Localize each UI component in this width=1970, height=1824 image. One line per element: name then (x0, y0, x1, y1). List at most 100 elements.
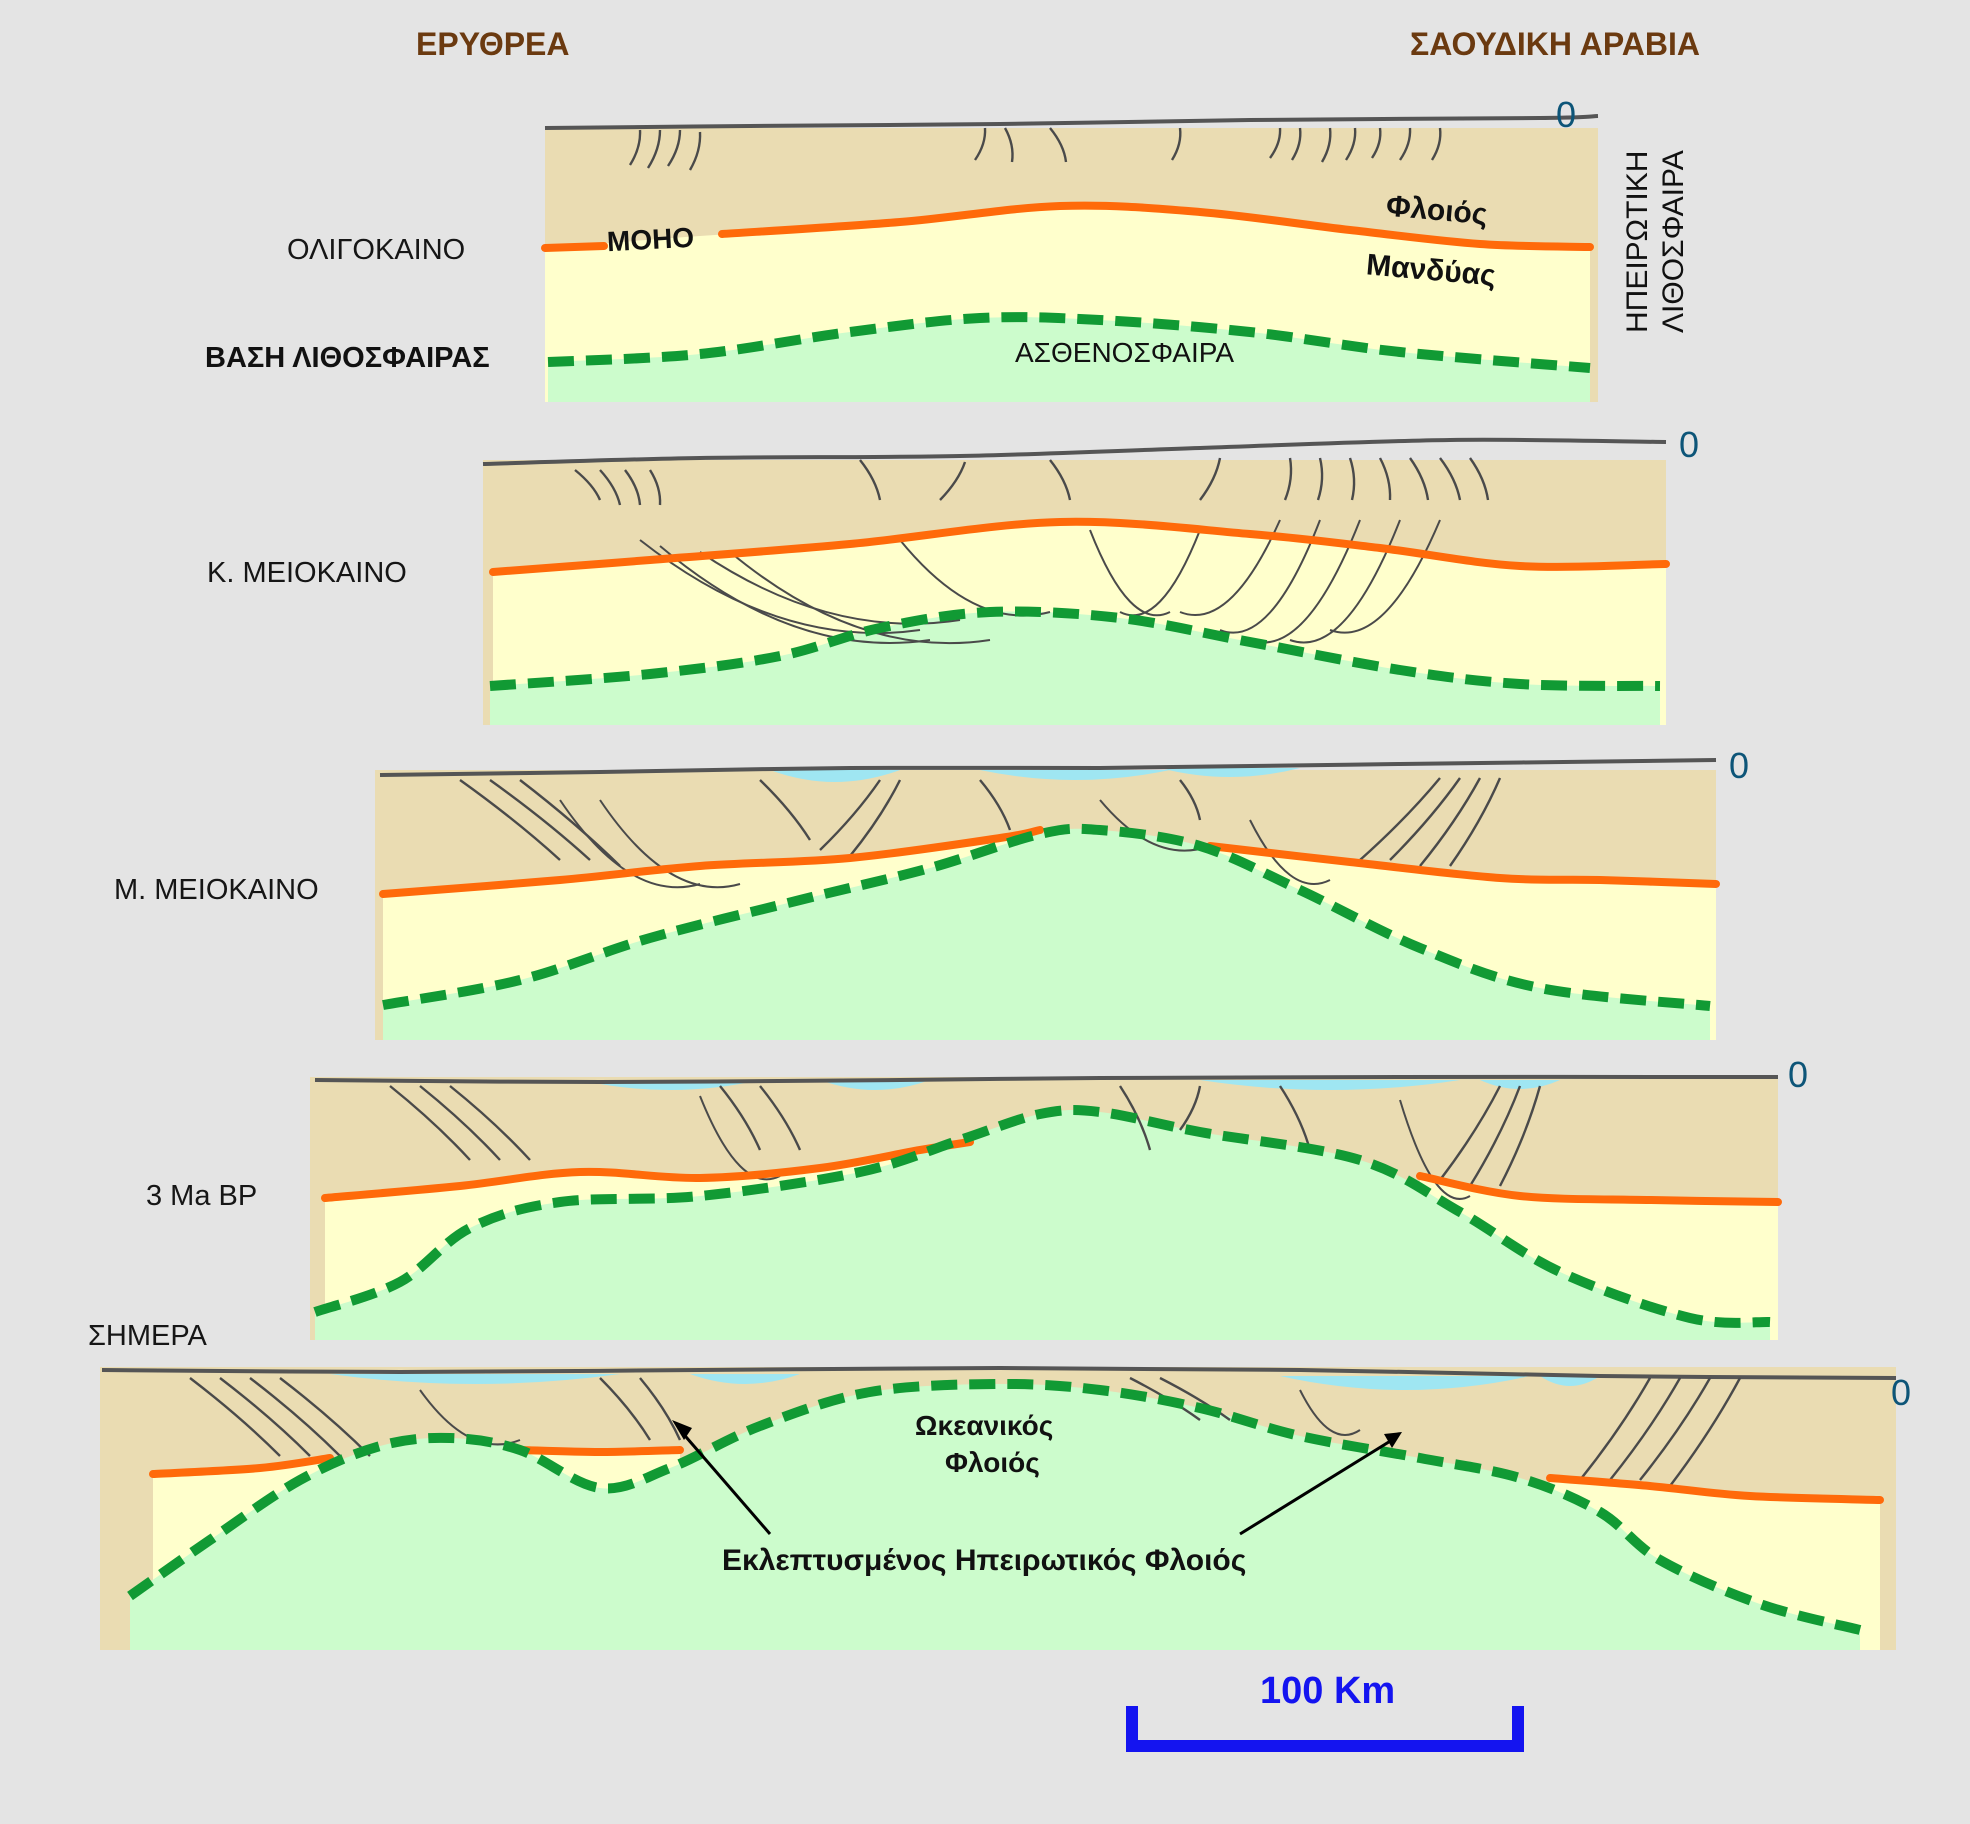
section-5-listric-fault-1 (1299, 1389, 1361, 1436)
section-2-fault-6 (1049, 459, 1072, 501)
section-1-lithosphere-base (547, 312, 1591, 373)
section-4-moho-line-right (1416, 1172, 1782, 1206)
section-4-fault-1 (419, 1085, 501, 1161)
arrow-left-shaft (678, 1429, 772, 1535)
section-3-fault-7 (1179, 779, 1202, 821)
section-3-asthenosphere (383, 828, 1710, 1040)
section-3-fault-1 (489, 779, 591, 861)
section-3-moho-line (379, 826, 1044, 898)
section-2-listric-fault-11 (1329, 519, 1441, 634)
section-4-listric-fault-0 (699, 1095, 781, 1181)
zero-level-marker-1: 0 (1556, 94, 1577, 135)
section-4-sea-2 (1200, 1080, 1460, 1090)
continental-lithosphere-line2: ΛΙΘΟΣΦΑΙΡΑ (1657, 150, 1690, 333)
section-1-fault-1 (646, 129, 662, 169)
section-2-surface-line (482, 437, 1667, 466)
section-3-fault-0 (459, 779, 561, 861)
section-5-fault-2 (249, 1377, 341, 1457)
section-1-asthenosphere (548, 317, 1590, 402)
section-4-fault-9 (1468, 1085, 1522, 1187)
section-3-fault-4 (819, 779, 881, 851)
stage-label-present: ΣΗΜΕΡΑ (88, 1320, 207, 1352)
region-label-saudi-arabia: ΣΑΟΥΔΙΚΗ ΑΡΑΒΙΑ (1410, 26, 1700, 62)
section-3-fault-2 (519, 779, 621, 867)
section-3-fault-10 (1419, 777, 1482, 867)
stage-label-oligocene: ΟΛΙΓΟΚΑΙΝΟ (287, 234, 466, 266)
section-2-listric-fault-3 (729, 551, 991, 645)
section-2-asthenosphere (490, 611, 1660, 725)
section-1-fault-4 (974, 127, 987, 161)
section-2-fault-9 (1316, 457, 1324, 501)
section-5-moho-line (149, 1454, 334, 1478)
section-2-fault-1 (599, 469, 622, 506)
section-5-fault-9 (1609, 1377, 1682, 1481)
section-2-moho-line (489, 517, 1670, 576)
section-1-fault-10 (1320, 127, 1332, 163)
section-5-moho-line-right2 (1546, 1474, 1884, 1504)
zero-level-marker-3: 0 (1729, 745, 1750, 786)
section-2-fault-14 (1469, 457, 1490, 501)
oceanic-crust-label-line2: Φλοιός (945, 1447, 1040, 1478)
section-3-fault-6 (979, 779, 1012, 831)
section-5-asthenosphere (130, 1383, 1860, 1650)
section-4-lithosphere-base (313, 1105, 1771, 1328)
section-1-fault-14 (1430, 127, 1442, 161)
section-3-moho-line-right (1206, 842, 1720, 888)
section-3-sea-0 (770, 770, 900, 782)
section-3-sea-1 (980, 770, 1170, 780)
section-5-fault-0 (189, 1377, 281, 1457)
section-5-sea-0 (330, 1374, 620, 1384)
section-5-fault-5 (639, 1377, 682, 1441)
section-4-fault-10 (1498, 1085, 1542, 1187)
asthenosphere-label: ΑΣΘΕΝΟΣΦΑΙΡΑ (1015, 337, 1235, 368)
section-2-listric-fault-1 (659, 545, 931, 644)
section-4-fault-0 (389, 1085, 471, 1161)
stage-label-early-miocene: Κ. ΜΕΙΟΚΑΙΝΟ (207, 557, 407, 589)
section-2-fault-2 (624, 469, 642, 506)
section-2-listric-fault-7 (1179, 519, 1281, 617)
section-3-fault-11 (1449, 777, 1502, 867)
arrow-right-shaft (1239, 1438, 1393, 1536)
section-2-fault-7 (1199, 457, 1222, 501)
section-2-fault-13 (1439, 457, 1462, 501)
section-2-fault-10 (1348, 457, 1356, 501)
section-5-fault-11 (1669, 1377, 1742, 1487)
section-4-fault-6 (1179, 1085, 1202, 1131)
section-5-sea-2 (1280, 1376, 1530, 1390)
moho-label: ΜΟΗΟ (606, 221, 695, 258)
section-3-lithosphere-base (382, 823, 1711, 1011)
section-3-sea-2 (1160, 768, 1300, 777)
section-5-fault-4 (599, 1377, 652, 1441)
section-5-lithosphere-base (127, 1378, 1862, 1635)
section-1-moho-line (718, 201, 1594, 251)
region-label-eritrea: ΕΡΥΘΡΕΑ (416, 26, 570, 62)
section-5-fault-1 (219, 1377, 311, 1457)
section-4-fault-3 (719, 1085, 762, 1151)
section-2-fault-12 (1409, 457, 1430, 501)
stage-label-3ma: 3 Ma BP (146, 1180, 258, 1212)
arrow-right-head (1384, 1432, 1402, 1448)
section-1-fault-2 (667, 129, 682, 167)
thinned-continental-crust-label: Εκλεπτυσμένος Ηπειρωτικός Φλοιός (722, 1544, 1247, 1577)
section-2-listric-fault-5 (1089, 529, 1171, 617)
section-3-listric-fault-3 (1249, 819, 1331, 885)
section-3-surface-line (379, 758, 1717, 777)
lithosphere-base-label: ΒΑΣΗ ΛΙΘΟΣΦΑΙΡΑΣ (205, 342, 490, 374)
section-5-fault-10 (1639, 1377, 1712, 1481)
continental-lithosphere-label: ΗΠΕΙΡΩΤΙΚΗ ΛΙΘΟΣΦΑΙΡΑ (1620, 134, 1692, 349)
section-5-surface-line (101, 1365, 1897, 1380)
section-4-asthenosphere (315, 1110, 1770, 1340)
section-1-surface-line (544, 114, 1599, 130)
section-1-fault-5 (1003, 127, 1014, 163)
section-5-sea-3 (1540, 1376, 1600, 1386)
section-2-fault-5 (939, 461, 967, 501)
section-1-fault-12 (1370, 127, 1382, 159)
section-3-fault-8 (1359, 777, 1441, 861)
section-5-fault-8 (1579, 1377, 1652, 1481)
section-2-fault-3 (648, 469, 662, 506)
section-3-fault-5 (849, 779, 902, 857)
section-4-fault-5 (1118, 1085, 1152, 1151)
zero-level-marker-5: 0 (1891, 1372, 1912, 1413)
